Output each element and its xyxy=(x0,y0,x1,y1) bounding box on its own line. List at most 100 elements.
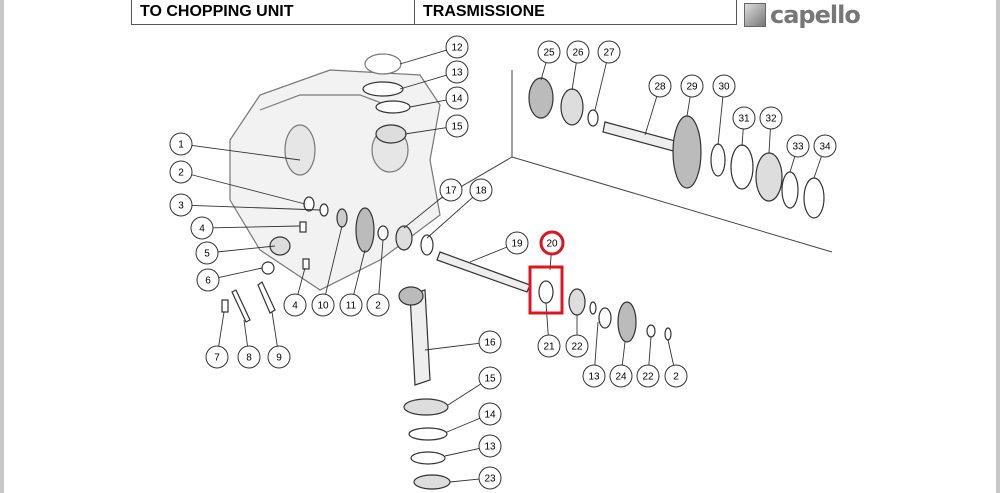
callout-label: 30 xyxy=(718,82,730,93)
section-title-it: TRASMISSIONE xyxy=(423,3,545,20)
callout-14: 14 xyxy=(445,86,469,110)
leader-line xyxy=(409,99,447,108)
callout-label: 2 xyxy=(375,301,381,312)
callout-label: 21 xyxy=(543,342,555,353)
callout-circle xyxy=(366,293,390,317)
callout-label: 14 xyxy=(484,410,496,421)
callout-17: 17 xyxy=(439,178,463,202)
callout-circle xyxy=(478,466,502,490)
leader-line xyxy=(789,156,796,173)
callout-circle xyxy=(195,241,219,265)
callout-label: 15 xyxy=(484,374,496,385)
callout-label: 10 xyxy=(317,301,329,312)
callout-circle xyxy=(582,364,606,388)
callout-5: 5 xyxy=(195,241,219,265)
callout-13: 13 xyxy=(445,60,469,84)
leader-line xyxy=(594,62,607,111)
callout-14: 14 xyxy=(478,402,502,426)
callout-18: 18 xyxy=(469,178,493,202)
callout-circle xyxy=(439,178,463,202)
leader-line xyxy=(768,128,771,154)
leader-line xyxy=(813,156,822,179)
callout-circle xyxy=(680,74,704,98)
callout-30: 30 xyxy=(712,74,736,98)
leader-line xyxy=(218,267,263,279)
callout-13: 13 xyxy=(582,364,606,388)
callout-20: 20 xyxy=(539,230,565,256)
callout-label: 20 xyxy=(546,239,558,250)
leader-line xyxy=(217,245,276,253)
callout-circle xyxy=(283,293,307,317)
callout-label: 2 xyxy=(178,168,184,179)
callout-circle xyxy=(597,40,621,64)
callout-label: 27 xyxy=(603,48,615,59)
logo-mark-icon xyxy=(744,3,766,27)
callout-27: 27 xyxy=(597,40,621,64)
callout-10: 10 xyxy=(311,293,335,317)
callout-circle xyxy=(445,114,469,138)
leader-line xyxy=(621,341,626,366)
callout-circle xyxy=(445,35,469,59)
callout-label: 4 xyxy=(292,301,298,312)
callout-8: 8 xyxy=(237,345,261,369)
leader-lines xyxy=(191,49,822,483)
leader-line xyxy=(399,74,447,90)
callout-label: 31 xyxy=(738,114,750,125)
leader-line xyxy=(741,128,744,147)
leader-line xyxy=(297,267,306,295)
callout-circle xyxy=(196,268,220,292)
callout-circle xyxy=(759,106,783,130)
callout-label: 5 xyxy=(204,249,210,260)
callout-label: 24 xyxy=(615,372,627,383)
callout-22: 22 xyxy=(636,364,660,388)
callout-32: 32 xyxy=(759,106,783,130)
callout-circle xyxy=(205,345,229,369)
callout-circle xyxy=(539,230,565,256)
callout-15: 15 xyxy=(445,114,469,138)
leader-line xyxy=(545,302,549,336)
callout-circle xyxy=(537,40,561,64)
leader-line xyxy=(399,49,447,65)
callout-29: 29 xyxy=(680,74,704,98)
callout-label: 12 xyxy=(451,43,463,54)
leader-line xyxy=(594,321,599,366)
callout-circle xyxy=(565,334,589,358)
callout-31: 31 xyxy=(732,106,756,130)
callout-19: 19 xyxy=(505,231,529,255)
leader-line xyxy=(191,145,301,161)
callout-label: 3 xyxy=(178,201,184,212)
callout-circle xyxy=(267,345,291,369)
callout-circle xyxy=(190,216,214,240)
callout-circle xyxy=(311,293,335,317)
callout-4: 4 xyxy=(190,216,214,240)
leader-line xyxy=(271,311,278,347)
callout-circle xyxy=(478,402,502,426)
callout-22: 22 xyxy=(565,334,589,358)
callout-circle xyxy=(648,74,672,98)
leader-line xyxy=(378,239,384,295)
callout-circle xyxy=(609,364,633,388)
callout-label: 26 xyxy=(572,48,584,59)
callout-7: 7 xyxy=(205,345,229,369)
leader-line xyxy=(571,62,577,91)
leader-line xyxy=(424,342,480,351)
leader-line xyxy=(218,311,225,347)
callout-circle xyxy=(169,132,193,156)
callout-label: 14 xyxy=(451,94,463,105)
callout-25: 25 xyxy=(537,40,561,64)
leader-line xyxy=(212,225,301,229)
callout-circle xyxy=(732,106,756,130)
callout-13: 13 xyxy=(478,434,502,458)
callout-circle xyxy=(664,364,688,388)
viewer-left-edge xyxy=(0,0,4,493)
callout-label: 19 xyxy=(511,239,523,250)
viewer-scrollbar[interactable] xyxy=(996,0,1000,493)
callout-circle xyxy=(339,293,363,317)
leader-line xyxy=(686,96,691,117)
leader-line xyxy=(469,246,507,263)
callout-circle xyxy=(445,86,469,110)
callout-circle xyxy=(786,134,810,158)
callout-26: 26 xyxy=(566,40,590,64)
callout-label: 11 xyxy=(346,301,357,312)
